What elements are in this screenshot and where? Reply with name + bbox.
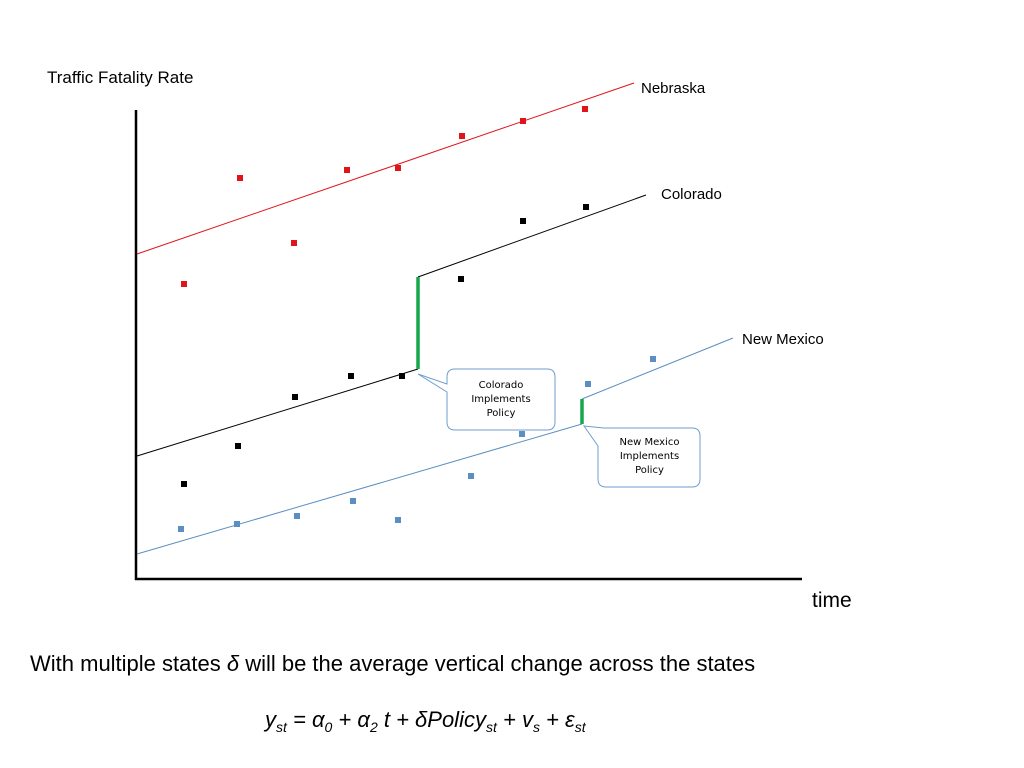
new-mexico-points xyxy=(178,356,656,532)
eq-plus: + xyxy=(496,707,522,732)
new-mexico-trend-line-before xyxy=(136,423,583,555)
caption-before: With multiple states xyxy=(30,651,227,676)
colorado-series xyxy=(136,194,647,487)
nebraska-point-1 xyxy=(181,281,187,287)
x-axis-label: time xyxy=(812,589,852,612)
colorado-point-3 xyxy=(292,394,298,400)
new-mexico-point-5 xyxy=(395,517,401,523)
new-mexico-point-1 xyxy=(178,526,184,532)
colorado-point-4 xyxy=(348,373,354,379)
colorado-label: Colorado xyxy=(661,186,722,203)
regression-equation: yst = α0 + α2 t + δPolicyst + vs + εst xyxy=(265,707,586,735)
eq-alpha2-sub: 2 xyxy=(369,719,378,735)
new-mexico-series xyxy=(136,337,734,555)
eq-v: v xyxy=(521,707,533,732)
eq-v-sub: s xyxy=(532,719,540,735)
nebraska-point-2 xyxy=(237,175,243,181)
nebraska-points xyxy=(181,106,588,287)
nebraska-trend-line xyxy=(136,82,635,255)
new-mexico-callout-text: New Mexico Implements Policy xyxy=(619,437,680,476)
colorado-point-1 xyxy=(181,481,187,487)
nebraska-point-6 xyxy=(459,133,465,139)
eq-y: y xyxy=(265,707,276,732)
new-mexico-point-6 xyxy=(468,473,474,479)
new-mexico-point-7 xyxy=(519,431,525,437)
nebraska-point-7 xyxy=(520,118,526,124)
nebraska-point-4 xyxy=(344,167,350,173)
colorado-trend-line-after xyxy=(417,194,647,278)
eq-delta-policy: δPolicy xyxy=(415,707,486,732)
eq-y-sub: st xyxy=(276,719,287,735)
colorado-point-5 xyxy=(399,373,405,379)
nebraska-point-3 xyxy=(291,240,297,246)
nebraska-point-5 xyxy=(395,165,401,171)
y-axis-label: Traffic Fatality Rate xyxy=(47,68,194,87)
colorado-point-7 xyxy=(520,218,526,224)
eq-policy-sub: st xyxy=(485,719,497,735)
new-mexico-trend-line-after xyxy=(581,337,734,400)
eq-alpha0-sub: 0 xyxy=(324,719,333,735)
colorado-point-8 xyxy=(583,204,589,210)
eq-t: t xyxy=(377,707,390,732)
new-mexico-label: New Mexico xyxy=(742,331,824,348)
caption-after: will be the average vertical change acro… xyxy=(239,651,756,676)
new-mexico-point-3 xyxy=(294,513,300,519)
colorado-callout-bubble xyxy=(417,368,556,431)
new-mexico-point-8 xyxy=(585,381,591,387)
colorado-point-2 xyxy=(235,443,241,449)
colorado-callout-text: Colorado Implements Policy xyxy=(471,380,531,419)
eq-alpha2: α xyxy=(357,707,370,732)
new-mexico-point-4 xyxy=(350,498,356,504)
colorado-points xyxy=(181,204,589,487)
eq-plus: + xyxy=(332,707,358,732)
colorado-point-6 xyxy=(458,276,464,282)
nebraska-series xyxy=(136,82,635,287)
colorado-trend-line-before xyxy=(136,368,419,457)
eq-plus: + xyxy=(389,707,416,732)
eq-alpha0: α xyxy=(311,707,325,732)
caption-delta-symbol: δ xyxy=(226,651,240,676)
caption: With multiple states δ will be the avera… xyxy=(30,651,755,677)
new-mexico-callout-bubble xyxy=(582,425,701,488)
new-mexico-point-2 xyxy=(234,521,240,527)
eq-epsilon-sub: st xyxy=(574,719,586,735)
eq-plus: + xyxy=(539,707,566,732)
eq-equals: = xyxy=(286,707,312,732)
new-mexico-point-9 xyxy=(650,356,656,362)
eq-epsilon: ε xyxy=(565,707,575,732)
nebraska-label: Nebraska xyxy=(641,80,706,97)
nebraska-point-8 xyxy=(582,106,588,112)
